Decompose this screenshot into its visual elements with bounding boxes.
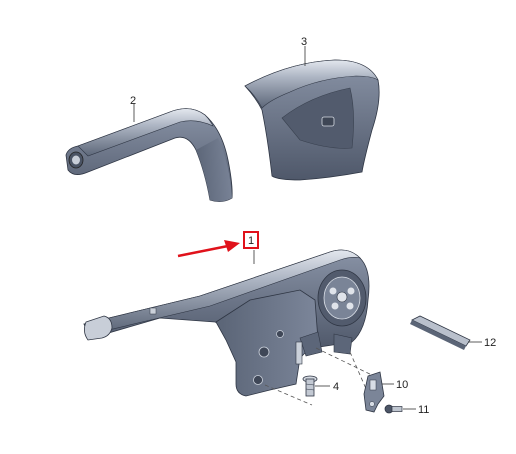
callout-11: 11 [418,404,429,416]
part-11-screw [384,404,403,414]
callout-4: 4 [333,381,339,393]
callout-1: 1 [248,235,254,247]
part-3-trim-cover [244,59,380,181]
callout-12: 12 [484,337,496,349]
callout-3: 3 [301,36,307,48]
part-2-lever-cover [65,108,233,202]
part-10-switch [363,371,385,413]
part-12-strip [410,315,471,350]
part-4-bolt [302,375,318,397]
release-button-recess [321,116,335,127]
part-1-handbrake-lever [83,249,370,397]
callout-2: 2 [130,95,136,107]
callout-1-highlight-box [243,231,259,249]
callout-10: 10 [396,379,408,391]
red-arrow-icon [177,240,240,258]
